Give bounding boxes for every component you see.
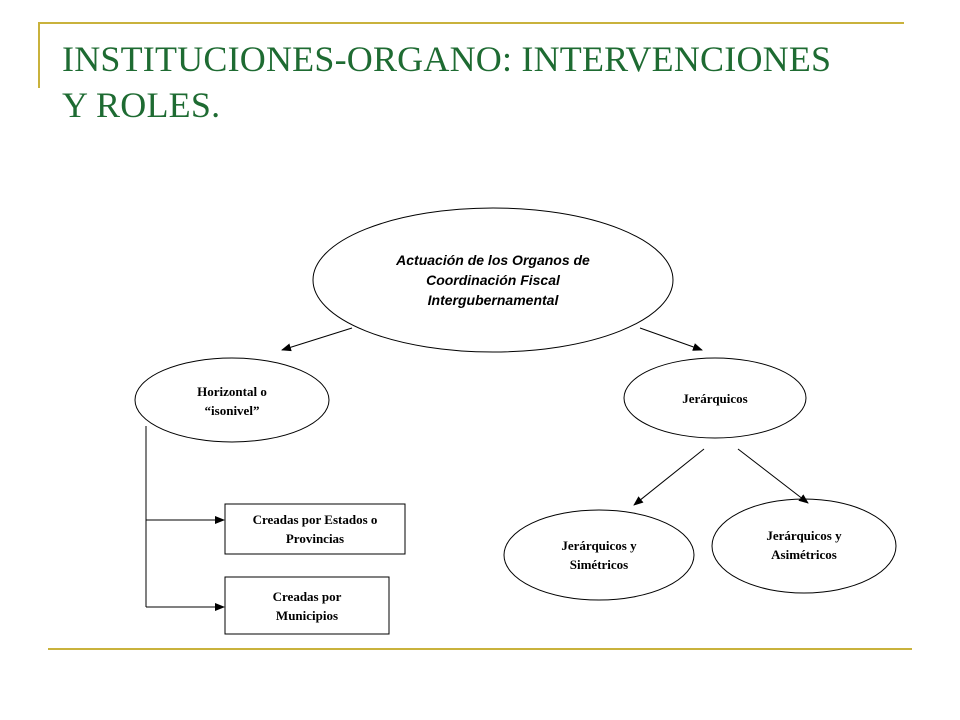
top-accent-rule bbox=[40, 22, 904, 24]
root-label: Actuación de los Organos de Coordinación… bbox=[396, 252, 590, 308]
simetricos-label: Jerárquicos y Simétricos bbox=[561, 538, 637, 572]
estados-box bbox=[224, 503, 406, 555]
root-node bbox=[312, 207, 674, 353]
asimetricos-label: Jerárquicos y Asimétricos bbox=[766, 528, 842, 562]
jerarquicos-node bbox=[623, 357, 807, 439]
slide-title-line-2: Y ROLES. bbox=[62, 85, 221, 125]
edge-root-jerarquicos bbox=[639, 327, 703, 351]
bottom-accent-rule bbox=[48, 648, 912, 650]
slide-title-line-1: INSTITUCIONES-ORGANO: INTERVENCIONES bbox=[62, 39, 832, 79]
horizontal-label: Horizontal o “isonivel” bbox=[197, 384, 267, 418]
edge-jerarquicos-simetricos bbox=[633, 448, 705, 506]
left-accent-rule bbox=[38, 22, 40, 88]
horizontal-node bbox=[134, 357, 330, 443]
simetricos-node bbox=[503, 509, 695, 601]
slide-title: INSTITUCIONES-ORGANO: INTERVENCIONES Y R… bbox=[62, 36, 922, 128]
municipios-label: Creadas por Municipios bbox=[272, 588, 342, 623]
edge-jerarquicos-asimetricos bbox=[737, 448, 809, 504]
jerarquicos-label: Jerárquicos bbox=[682, 390, 748, 406]
municipios-box bbox=[224, 576, 390, 635]
edge-root-horizontal bbox=[281, 327, 353, 352]
estados-label: Creadas por Estados o Provincias bbox=[252, 512, 378, 546]
